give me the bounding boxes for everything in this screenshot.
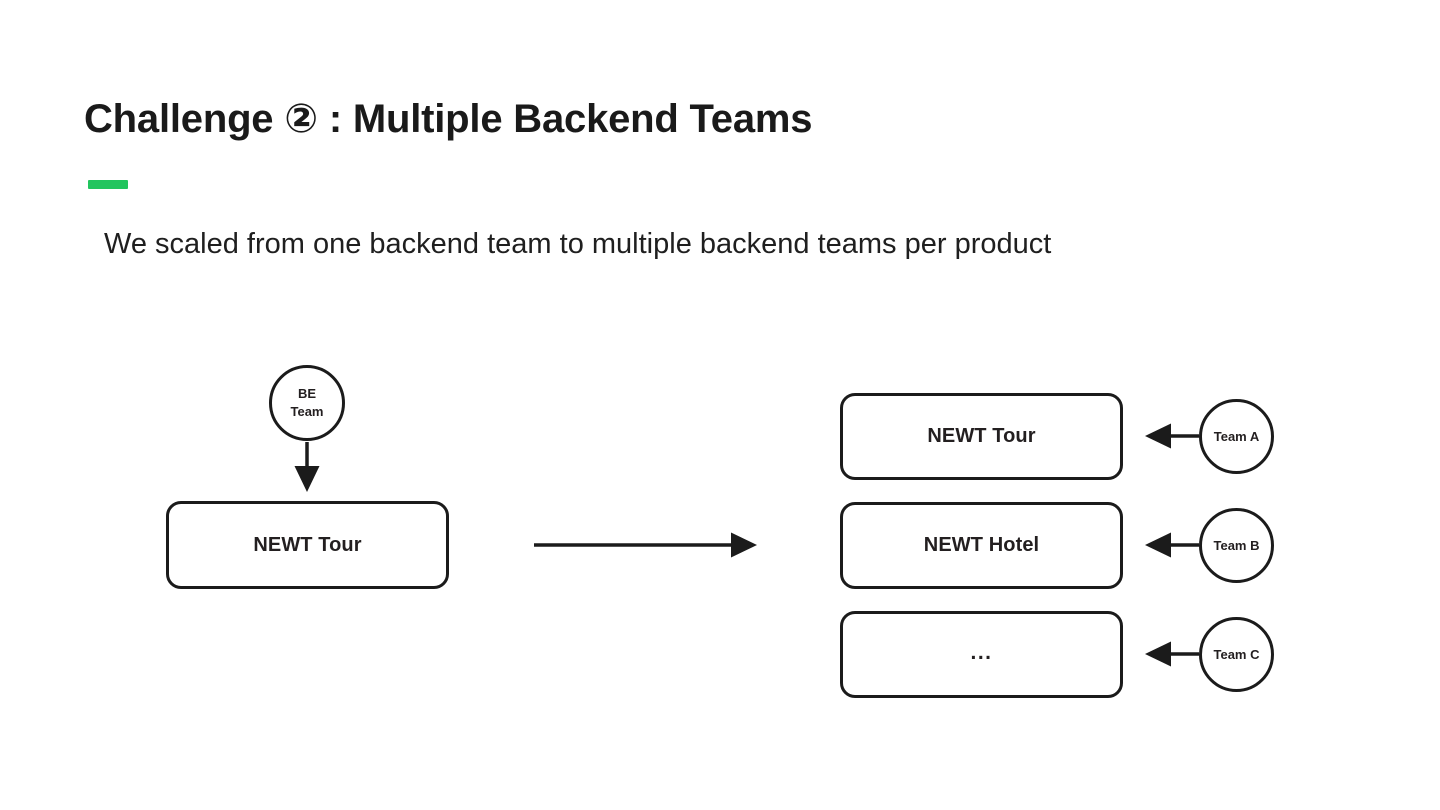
page-title: Challenge ② : Multiple Backend Teams [84,97,813,141]
after-team-label: Team B [1213,537,1260,553]
arrow-team-a-to-newt-tour [1145,423,1199,449]
slide-subtitle: We scaled from one backend team to multi… [104,228,1052,260]
after-product-label: NEWT Hotel [923,534,1040,556]
before-product-label: NEWT Tour [253,533,362,556]
after-team-label: Team A [1213,428,1260,444]
after-product-box: NEWT Hotel [840,502,1123,589]
be-team-label-line2: Team [290,404,324,419]
after-product-label: NEWT Tour [927,425,1036,447]
arrow-be-team-to-newt-tour [294,442,320,492]
after-team-circle: Team B [1199,508,1274,583]
before-product-box: NEWT Tour [166,501,449,589]
after-team-label: Team C [1213,646,1260,662]
be-team-circle: BE Team [269,365,345,441]
arrow-transition-right [534,532,757,558]
after-team-circle: Team A [1199,399,1274,474]
after-team-circle: Team C [1199,617,1274,692]
arrow-team-c-to-placeholder [1145,641,1199,667]
after-product-label: ... [970,640,993,664]
after-product-box: NEWT Tour [840,393,1123,480]
arrow-team-b-to-newt-hotel [1145,532,1199,558]
title-accent-bar [88,180,128,189]
after-product-box: ... [840,611,1123,698]
be-team-label-line1: BE [297,386,317,402]
